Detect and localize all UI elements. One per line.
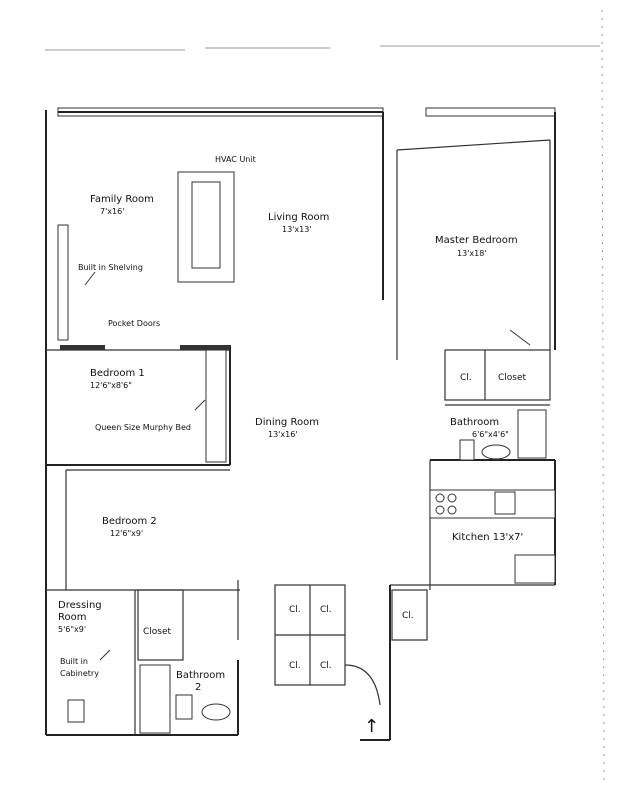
dining-room-dims: 13'x16' <box>268 430 298 439</box>
family-room-label: Family Room <box>90 194 154 205</box>
bathroom2-label: Bathroom <box>176 670 225 681</box>
hall-closet-1: Cl. <box>289 605 301 615</box>
hall-closet-4: Cl. <box>320 661 332 671</box>
master-closet-block <box>444 349 551 461</box>
bathroom1-dims: 6'6"x4'6" <box>472 430 509 439</box>
scan-marks <box>45 9 605 781</box>
bathroom2-number: 2 <box>195 682 201 693</box>
murphy-bed-label: Queen Size Murphy Bed <box>95 423 191 432</box>
bathroom1-label: Bathroom <box>450 417 499 428</box>
hvac-unit <box>177 171 235 283</box>
murphy-bed <box>205 349 227 463</box>
bedroom2-label: Bedroom 2 <box>102 516 157 527</box>
entry-door-swing <box>344 664 381 706</box>
cabinetry-label-1: Built in <box>60 657 88 666</box>
kitchen-counter <box>429 489 556 584</box>
dressing-room-label: Dressing <box>58 600 102 611</box>
dressing-room-label-2: Room <box>58 612 86 623</box>
bedroom1-label: Bedroom 1 <box>90 368 145 379</box>
pocket-doors <box>60 345 230 350</box>
hall-closet-3: Cl. <box>289 661 301 671</box>
master-bedroom-label: Master Bedroom <box>435 235 518 246</box>
shelving-unit <box>57 224 69 341</box>
pocket-doors-label: Pocket Doors <box>108 319 160 328</box>
family-room-dims: 7'x16' <box>100 207 124 216</box>
shelving-label: Built in Shelving <box>78 263 143 272</box>
cabinetry-label-2: Cabinetry <box>60 669 99 678</box>
leader-lines <box>84 271 531 661</box>
bedroom2-dims: 12'6"x9' <box>110 529 143 538</box>
living-room-dims: 13'x13' <box>282 225 312 234</box>
hall-closets <box>274 584 346 686</box>
bathroom2-fixtures <box>67 589 231 734</box>
entry-closet-label: Cl. <box>402 611 414 621</box>
bedroom1-dims: 12'6"x8'6" <box>90 381 132 390</box>
hall-closet-2: Cl. <box>320 605 332 615</box>
master-closet-label: Closet <box>498 373 527 383</box>
dining-room-label: Dining Room <box>255 417 319 428</box>
master-cl-label: Cl. <box>460 373 472 383</box>
kitchen-label: Kitchen 13'x7' <box>452 532 523 543</box>
dressing-room-dims: 5'6"x9' <box>58 625 86 634</box>
hvac-label: HVAC Unit <box>215 155 256 164</box>
entry-arrow-icon: ↑ <box>364 716 379 737</box>
master-bedroom-dims: 13'x18' <box>457 249 487 258</box>
entry-closet <box>391 589 428 641</box>
living-room-label: Living Room <box>268 212 329 223</box>
bedroom2-closet-label: Closet <box>143 627 172 637</box>
